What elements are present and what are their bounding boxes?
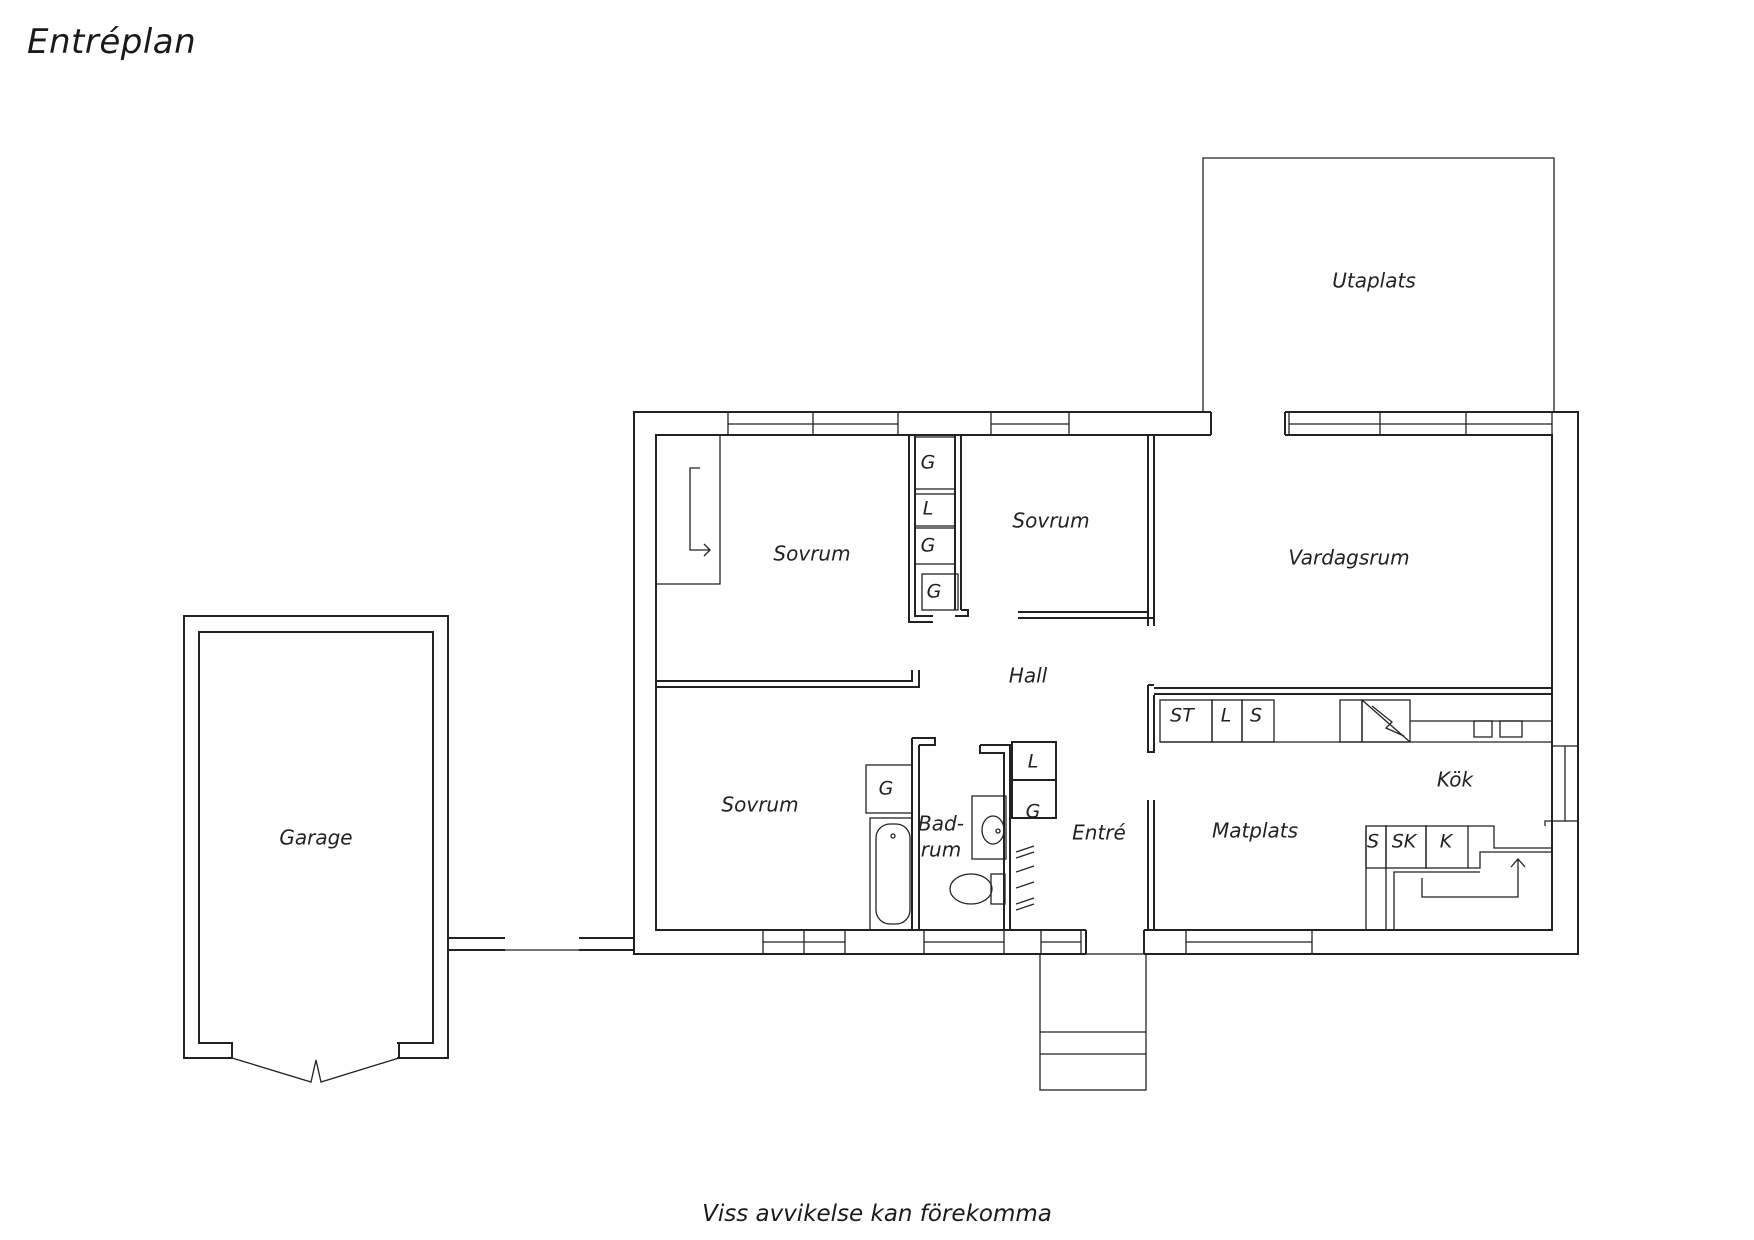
- label-sk: SK: [1392, 831, 1418, 853]
- label-s-2: S: [1367, 831, 1379, 853]
- terrace-outline: [1202, 157, 1555, 412]
- disclaimer-text: Viss avvikelse kan förekomma: [702, 1201, 1052, 1227]
- label-g-5: G: [1026, 801, 1041, 823]
- label-g-1: G: [921, 452, 936, 474]
- fixture-boxes: [865, 436, 1552, 930]
- label-vardagsrum: Vardagsrum: [1288, 546, 1409, 570]
- label-sovrum-3: Sovrum: [721, 793, 798, 817]
- label-hall: Hall: [1009, 664, 1048, 688]
- label-entre: Entré: [1072, 821, 1126, 845]
- house-outer-walls: [633, 411, 1579, 955]
- top-windows: [727, 411, 1553, 436]
- label-badrum-1: Bad-: [918, 812, 964, 836]
- label-l-1: L: [923, 498, 934, 520]
- label-l-2: L: [1028, 751, 1039, 773]
- bedroom-wardrobe: [656, 435, 721, 585]
- label-g-4: G: [879, 778, 894, 800]
- label-kok: Kök: [1437, 768, 1475, 792]
- label-badrum-2: rum: [921, 838, 961, 862]
- interior-walls: [656, 435, 1552, 930]
- bathroom-fixtures: [869, 795, 1035, 931]
- label-sovrum-2: Sovrum: [1012, 509, 1089, 533]
- garage-structure: [183, 615, 449, 1083]
- label-matplats: Matplats: [1212, 819, 1298, 843]
- label-g-3: G: [927, 581, 942, 603]
- label-utaplats: Utaplats: [1332, 269, 1416, 293]
- label-st: ST: [1170, 705, 1195, 727]
- plan-title: Entréplan: [27, 22, 197, 62]
- label-garage: Garage: [279, 826, 352, 850]
- label-sovrum-1: Sovrum: [773, 542, 850, 566]
- label-s-1: S: [1250, 705, 1262, 727]
- label-k: K: [1440, 831, 1454, 853]
- entrance-steps: [1039, 928, 1147, 1091]
- bottom-windows: [762, 929, 1313, 955]
- kitchen-window: [1551, 745, 1579, 822]
- label-l-3: L: [1221, 705, 1232, 727]
- label-g-2: G: [921, 535, 936, 557]
- connecting-wall: [448, 937, 634, 951]
- terrace-door: [1210, 411, 1286, 437]
